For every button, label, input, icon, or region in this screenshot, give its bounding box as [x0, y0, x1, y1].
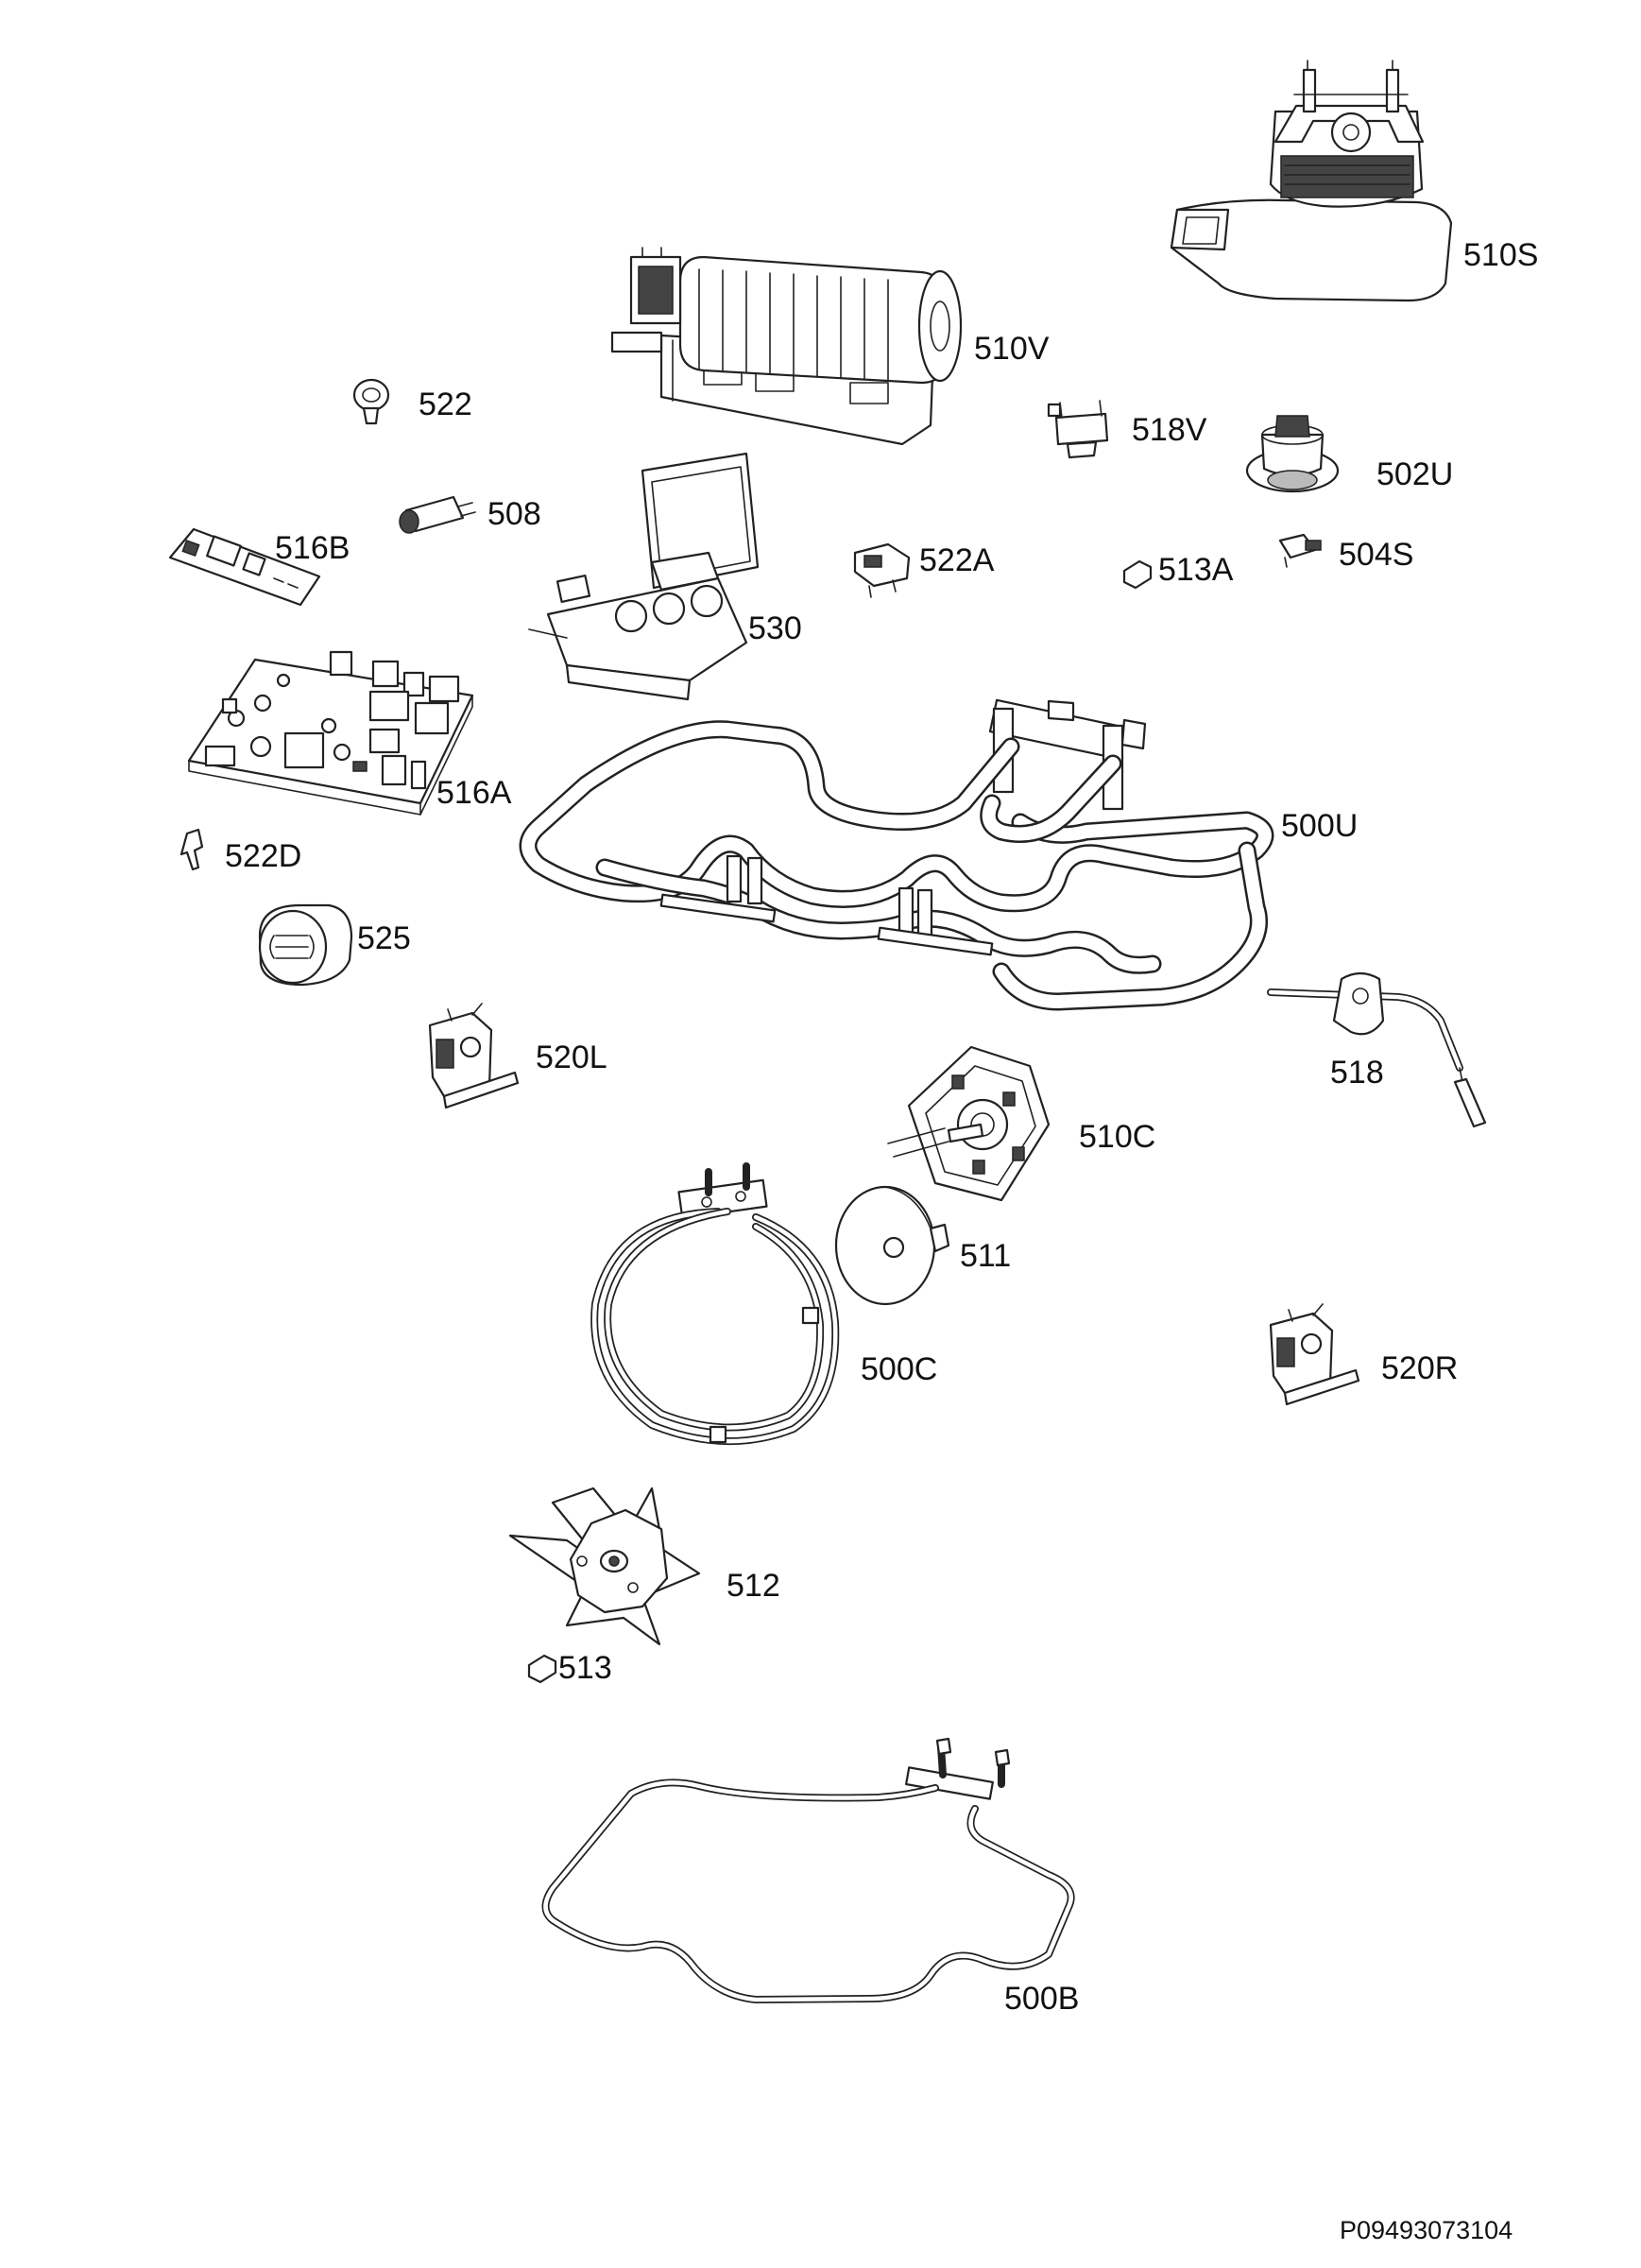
label-516A: 516A — [436, 775, 512, 811]
part-525-capacitor — [258, 903, 353, 987]
label-513: 513 — [558, 1650, 612, 1686]
part-518V-thermostat — [1047, 400, 1109, 459]
label-522D: 522D — [225, 838, 302, 874]
part-500C-round-element — [590, 1162, 840, 1446]
part-512-fan-blade — [508, 1486, 701, 1646]
label-511: 511 — [960, 1238, 1012, 1274]
part-522D-screw — [179, 828, 204, 871]
label-500C: 500C — [861, 1351, 938, 1387]
label-520R: 520R — [1381, 1350, 1459, 1386]
label-500B: 500B — [1004, 1981, 1080, 2017]
label-510S: 510S — [1463, 237, 1539, 273]
label-520L: 520L — [536, 1040, 607, 1075]
part-500U-grill-element — [519, 698, 1274, 1011]
part-513A-nut — [1122, 559, 1153, 590]
part-520L-hinge — [428, 1003, 520, 1109]
part-500B-bottom-element — [541, 1737, 1075, 2003]
label-516B: 516B — [275, 530, 350, 566]
label-508: 508 — [487, 496, 541, 532]
part-508-pilot-lamp — [399, 495, 476, 534]
part-522-clip — [352, 378, 390, 425]
part-520R-hinge — [1269, 1303, 1360, 1406]
part-511-disc — [834, 1185, 950, 1306]
part-504S-switch — [1278, 533, 1322, 568]
part-522A-connector — [853, 542, 911, 598]
part-510V-tangential-fan — [610, 247, 963, 446]
label-502U: 502U — [1376, 456, 1454, 492]
part-518-sensor — [1267, 971, 1487, 1128]
label-510C: 510C — [1079, 1119, 1156, 1155]
part-510S-blower — [1170, 60, 1453, 302]
document-number: P09493073104 — [1340, 2216, 1513, 2244]
part-510C-motor — [887, 1045, 1051, 1202]
label-518: 518 — [1330, 1055, 1384, 1091]
label-525: 525 — [357, 920, 411, 956]
label-500U: 500U — [1281, 808, 1359, 844]
label-504S: 504S — [1339, 537, 1414, 573]
label-518V: 518V — [1132, 412, 1207, 448]
label-512: 512 — [726, 1568, 780, 1604]
part-502U-lamp — [1245, 415, 1340, 493]
label-510V: 510V — [974, 331, 1050, 367]
part-513-nut — [527, 1654, 557, 1684]
part-530-terminal-block — [528, 452, 760, 701]
label-530: 530 — [748, 610, 802, 646]
part-516A-main-pcb — [187, 650, 474, 816]
part-516B-pcb — [168, 527, 321, 607]
label-513A: 513A — [1158, 552, 1234, 588]
label-522A: 522A — [919, 542, 995, 578]
label-522: 522 — [419, 387, 472, 422]
